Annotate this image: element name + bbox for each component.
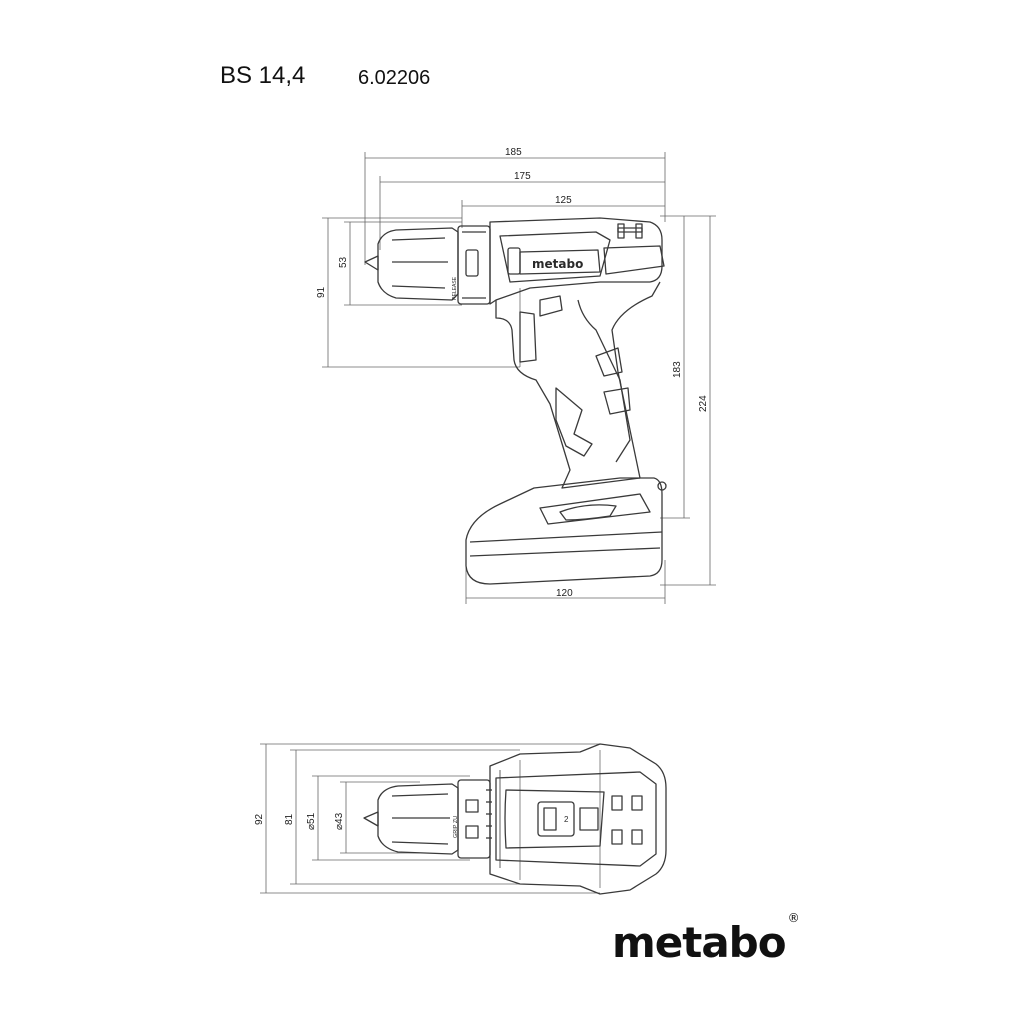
collar-release-label: RELEASE bbox=[452, 276, 458, 300]
dim-51: ⌀51 bbox=[306, 812, 317, 830]
dim-43: ⌀43 bbox=[334, 812, 345, 830]
collar-grip-label: GRIP ZU bbox=[453, 816, 459, 838]
logo-text: metabo bbox=[612, 918, 787, 967]
side-view-dimensions bbox=[322, 152, 716, 604]
gear-selector-number: 2 bbox=[564, 815, 569, 824]
model-name: BS 14,4 bbox=[220, 62, 306, 89]
dim-92: 92 bbox=[254, 813, 265, 825]
dim-185: 185 bbox=[505, 147, 522, 158]
dim-81: 81 bbox=[284, 813, 295, 825]
dim-183: 183 bbox=[672, 361, 683, 378]
dim-120: 120 bbox=[556, 588, 573, 599]
drill-top-view bbox=[363, 743, 667, 895]
dim-224: 224 bbox=[698, 395, 709, 412]
dim-175: 175 bbox=[514, 171, 531, 182]
top-view-dimensions bbox=[260, 743, 600, 894]
drill-side-view bbox=[364, 217, 667, 585]
metabo-logo: metabo® bbox=[612, 911, 800, 967]
dim-91: 91 bbox=[316, 286, 327, 298]
registered-mark: ® bbox=[787, 911, 800, 925]
dim-53: 53 bbox=[338, 256, 349, 268]
drill-brand-label: metabo bbox=[532, 257, 583, 271]
dim-125: 125 bbox=[555, 195, 572, 206]
order-number: 6.02206 bbox=[358, 67, 431, 89]
